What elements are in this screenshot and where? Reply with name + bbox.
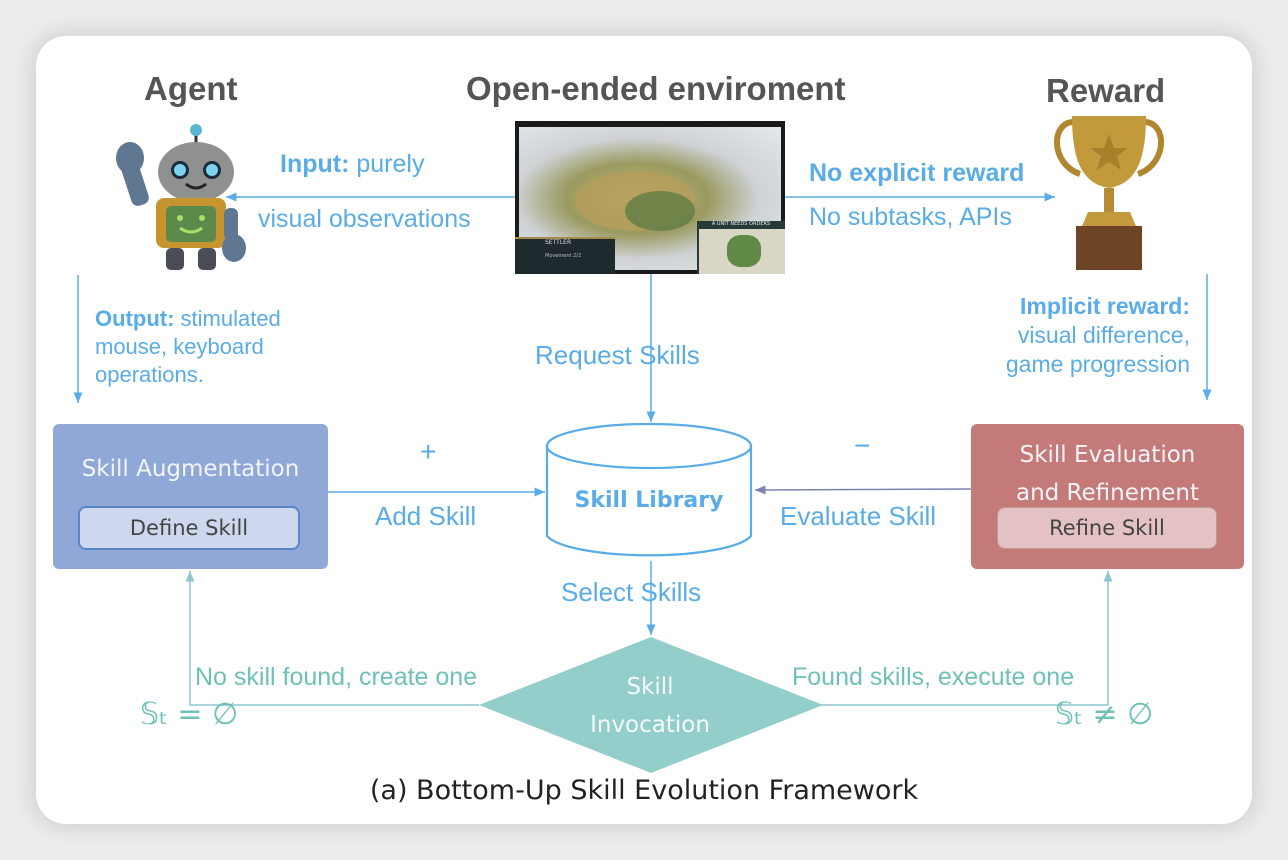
define-skill-box: Define Skill: [78, 506, 300, 550]
create-skill-path: [185, 571, 479, 706]
game-movement-label: Movement 2/2: [545, 253, 582, 259]
skill-evaluation-title: Skill Evaluation and Refinement: [1015, 442, 1200, 506]
found-skills-label: Found skills, execute one: [792, 663, 1075, 691]
game-unit-label: SETTLER: [545, 239, 572, 246]
skill-evaluation-node: Skill Evaluation and Refinement Refine S…: [971, 424, 1244, 569]
execute-skill-path: [821, 571, 1113, 706]
minus-sign: −: [854, 430, 871, 461]
game-banner: A UNIT NEEDS ORDERS: [697, 221, 785, 229]
input-label: Input: purely: [280, 150, 425, 178]
skill-augmentation-title: Skill Augmentation: [81, 456, 300, 482]
skill-invocation-title: Skill Invocation: [590, 674, 710, 738]
environment-header: Open-ended enviroment: [466, 70, 846, 107]
skill-library-cylinder: [545, 422, 753, 557]
plus-sign: +: [420, 436, 437, 467]
robot-icon: [116, 124, 246, 270]
nonempty-set-condition: 𝕊ₜ ≠ ∅: [1055, 697, 1154, 732]
evaluate-skill-label: Evaluate Skill: [780, 501, 937, 531]
figure-caption: (a) Bottom-Up Skill Evolution Framework: [369, 775, 919, 806]
trophy-icon: [1054, 116, 1164, 270]
game-screenshot: SETTLER Movement 2/2 A UNIT NEEDS ORDERS: [515, 121, 785, 274]
agent-header: Agent: [144, 70, 238, 107]
no-skill-found-label: No skill found, create one: [195, 663, 478, 691]
evaluate-skill-arrow: [754, 485, 972, 495]
request-skills-label: Request Skills: [535, 340, 700, 370]
skill-invocation-diamond: [479, 637, 823, 773]
output-label: Output: stimulated mouse, keyboard opera…: [95, 306, 281, 387]
no-subtasks-label: No subtasks, APIs: [809, 203, 1012, 231]
no-explicit-reward-label: No explicit reward: [809, 159, 1025, 187]
select-skills-label: Select Skills: [561, 577, 702, 607]
implicit-reward-label: Implicit reward: visual difference, game…: [1005, 293, 1190, 377]
empty-set-condition: 𝕊ₜ = ∅: [140, 697, 239, 732]
skill-augmentation-node: Skill Augmentation Define Skill: [53, 424, 328, 569]
skill-library-title: Skill Library: [574, 488, 724, 513]
reward-header: Reward: [1046, 72, 1166, 109]
refine-skill-box: Refine Skill: [997, 507, 1217, 549]
add-skill-label: Add Skill: [375, 501, 477, 531]
input-label-line2: visual observations: [258, 205, 471, 233]
